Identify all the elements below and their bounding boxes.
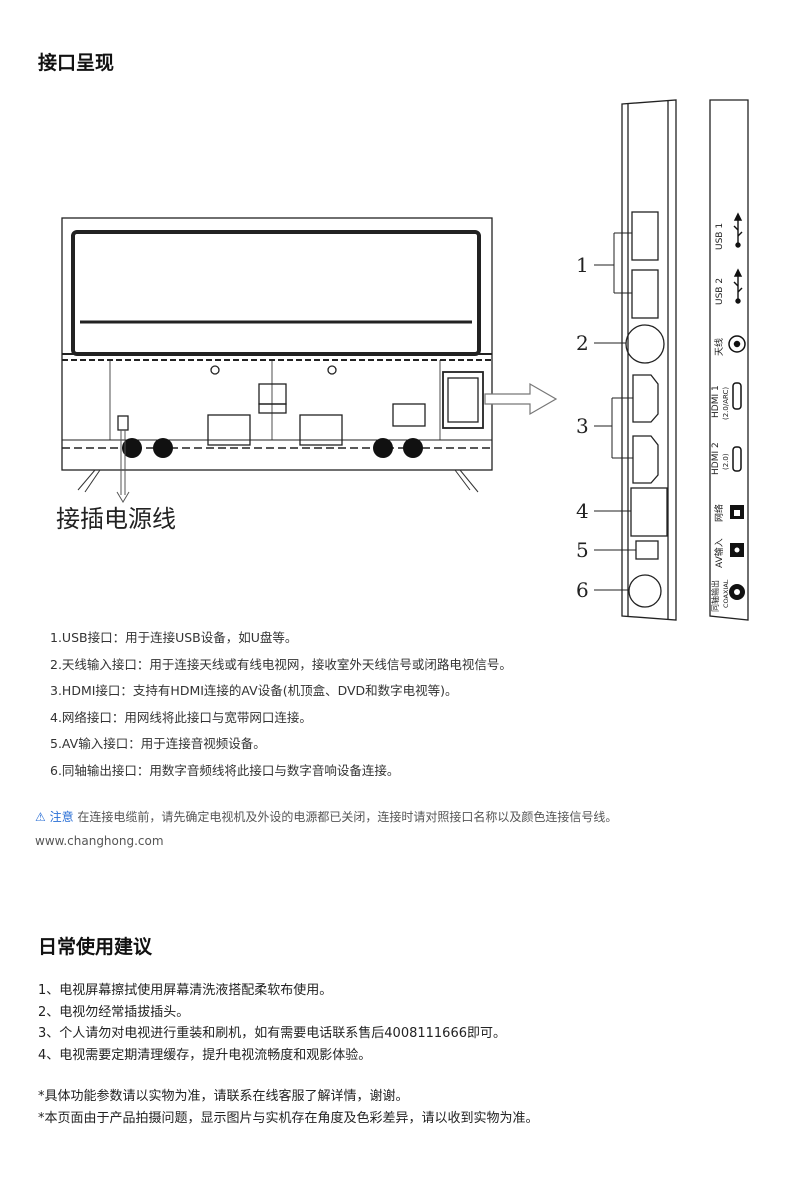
footnote: *本页面由于产品拍摄问题，显示图片与实机存在角度及色彩差异，请以收到实物为准。 [38,1111,539,1126]
tv-speakers [122,438,423,458]
list-item: 1.USB接口：用于连接USB设备，如U盘等。 [50,630,298,645]
power-plug-arrow [116,430,130,503]
warning-text: 在连接电缆前，请先确定电视机及外设的电源都已关闭，连接时请对照接口名称以及颜色连… [77,810,618,824]
section-title-usage: 日常使用建议 [38,936,153,958]
footnotes: *具体功能参数请以实物为准，请联系在线客服了解详情，谢谢。 *本页面由于产品拍摄… [38,1086,539,1130]
footnote: *具体功能参数请以实物为准，请联系在线客服了解详情，谢谢。 [38,1089,409,1104]
list-item: 4、电视需要定期清理缓存，提升电视流畅度和观影体验。 [38,1047,372,1063]
callout-5: 5 [576,538,589,562]
list-item: 2.天线输入接口：用于连接天线或有线电视网，接收室外天线信号或闭路电视信号。 [50,656,512,672]
label-hdmi1-sub: (2.0/ARC) [722,387,730,420]
list-item: 3、个人请勿对电视进行重装和刷机，如有需要电话联系售后4008111666即可。 [38,1026,506,1041]
label-hdmi2: HDMI 2 [711,442,721,475]
callouts [594,232,636,591]
label-antenna: 天线 [713,338,725,356]
warning-note: ⚠ 注意 在连接电缆前，请先确定电视机及外设的电源都已关闭，连接时请对照接口名称… [35,808,617,825]
label-hdmi2-sub: (2.0) [722,453,730,470]
antenna-port-icon [728,335,746,353]
usage-tips-list: 1、电视屏幕擦拭使用屏幕清洗液搭配柔软布使用。 2、电视勿经常插拔插头。 3、个… [38,980,506,1066]
usb-icon [733,212,743,248]
callout-2: 2 [576,331,589,355]
callout-4: 4 [576,499,589,523]
callout-numbers: 1 2 3 4 5 6 [576,253,589,602]
callout-6: 6 [576,578,589,602]
coaxial-port-icon [729,584,745,600]
label-coax-sub: COAXIAL [722,579,730,608]
website-link[interactable]: www.changhong.com [35,834,164,848]
power-plug-label: 接插电源线 [56,505,176,533]
network-port-icon [730,505,744,519]
tv-back-view [61,217,493,471]
usb-icon [733,268,743,304]
label-network: 网络 [713,504,725,522]
label-usb2: USB 2 [715,278,725,305]
av-port-icon [730,543,744,557]
list-item: 1、电视屏幕擦拭使用屏幕清洗液搭配柔软布使用。 [38,983,333,998]
tv-stand-legs [77,469,479,493]
label-av: AV输入 [713,538,725,568]
label-usb1: USB 1 [715,223,725,250]
list-item: 4.网络接口：用网线将此接口与宽带网口连接。 [50,709,312,725]
section-title-interfaces: 接口呈现 [38,52,115,74]
label-coax: 同轴输出 [710,580,720,612]
interface-diagram: 接插电源线 1 2 3 4 5 6 [0,90,790,635]
side-panel-profile [621,99,677,621]
warning-icon: ⚠ 注意 [35,810,74,824]
port-label-panel [709,99,749,621]
callout-3: 3 [576,414,589,438]
callout-1: 1 [576,253,589,277]
list-item: 5.AV输入接口：用于连接音视频设备。 [50,736,266,751]
list-item: 2、电视勿经常插拔插头。 [38,1004,190,1020]
interface-description-list: 1.USB接口：用于连接USB设备，如U盘等。 2.天线输入接口：用于连接天线或… [50,625,512,784]
zoom-arrow [484,382,558,416]
list-item: 6.同轴输出接口：用数字音频线将此接口与数字音响设备连接。 [50,762,400,778]
hdmi-port-icon [732,382,742,472]
label-hdmi1: HDMI 1 [711,385,721,418]
list-item: 3.HDMI接口：支持有HDMI连接的AV设备(机顶盒、DVD和数字电视等)。 [50,683,458,698]
